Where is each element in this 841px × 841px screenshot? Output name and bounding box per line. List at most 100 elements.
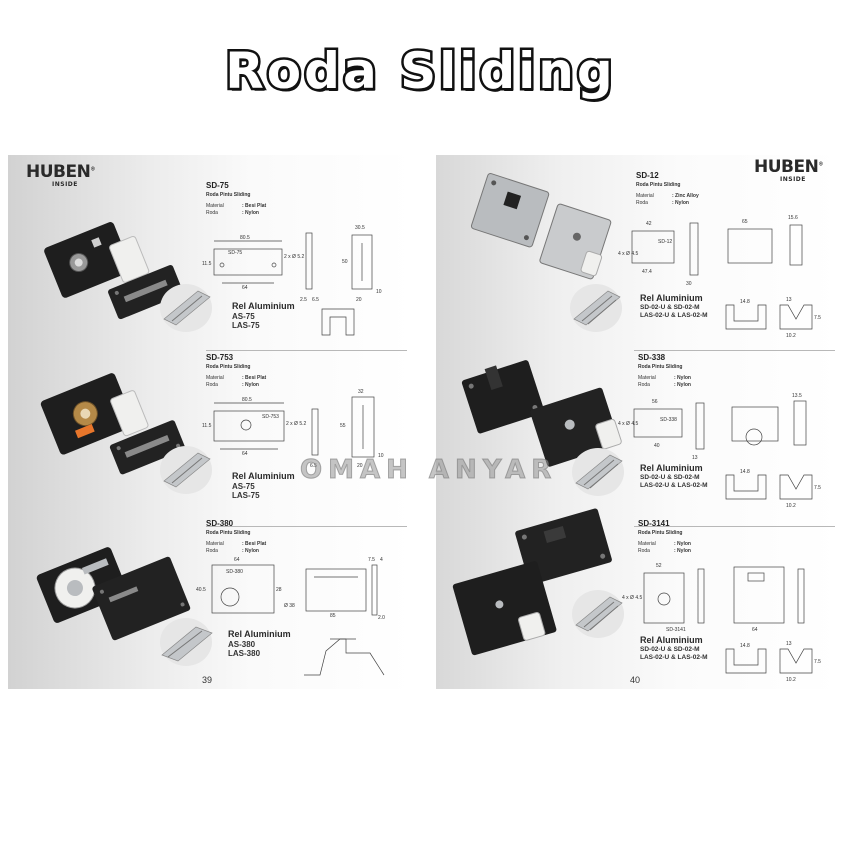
spec-label-material: Material (206, 203, 224, 209)
rail-code: AS-75 (232, 482, 255, 491)
dim-label: 11.5 (202, 261, 212, 267)
dim-label: 13 (692, 455, 698, 461)
spec-value-material: : Besi Plat (242, 203, 267, 209)
rail-title: Rel Aluminium (232, 471, 295, 481)
dim-label: 47.4 (642, 269, 652, 275)
drawing-label: SD-75 (228, 250, 242, 256)
dim-label: 85 (330, 613, 336, 619)
aluminium-rail-icon (160, 618, 213, 666)
dim-label: 10.2 (786, 677, 796, 683)
spec-value-roda: : Nylon (242, 210, 259, 216)
aluminium-rail-icon (572, 448, 624, 496)
dim-label: 28 (276, 587, 282, 593)
watermark: OMAH ANYAR (299, 455, 558, 486)
dim-label: 10 (376, 289, 382, 295)
spec-label-material: Material (206, 541, 224, 547)
drawing-label: SD-338 (660, 417, 677, 423)
technical-drawing-icon: 42 4 x Ø 4.5 47.4 SD-12 30 65 15.6 (618, 215, 803, 287)
rail-title: Rel Aluminium (232, 301, 295, 311)
rail-title: Rel Aluminium (228, 629, 291, 639)
spec-label-roda: Roda (638, 382, 650, 388)
product-specs: Material : Besi Plat Roda : Nylon (206, 203, 266, 217)
product-subtitle: Roda Pintu Sliding (638, 530, 683, 536)
dim-label: 7.5 (814, 315, 821, 321)
rail-code: LAS-02-U & LAS-02-M (640, 654, 708, 661)
product-block-sd-380: SD-380 Roda Pintu Sliding Material : Besi… (8, 519, 413, 689)
rail-code: SD-02-U & SD-02-M (640, 304, 700, 311)
spec-value-roda: : Nylon (242, 548, 259, 554)
rail-code-list: SD-02-U & SD-02-M LAS-02-U & LAS-02-M (640, 646, 708, 662)
logo-subtext: INSIDE (780, 176, 806, 183)
aluminium-rail-icon (570, 284, 622, 332)
rail-code: SD-02-U & SD-02-M (640, 646, 700, 653)
dim-label: 56 (652, 399, 658, 405)
rail-profile-drawing-icon (321, 308, 355, 336)
product-subtitle: Roda Pintu Sliding (206, 364, 251, 370)
product-block-sd-753: SD-753 Roda Pintu Sliding Material : Besi… (8, 351, 413, 527)
aluminium-rail-icon (160, 284, 212, 332)
product-specs: Material: Besi Plat Roda: Nylon (206, 375, 266, 389)
spec-value-roda: : Nylon (674, 382, 691, 388)
spec-label-material: Material (638, 541, 656, 547)
dim-label: 80.5 (242, 397, 252, 403)
dim-label: 14.8 (740, 299, 750, 305)
product-block-sd-3141: SD-3141 Roda Pintu Sliding Material: Nyl… (436, 508, 841, 689)
dim-label: 52 (656, 563, 662, 569)
catalog-page-left: HUBEN® INSIDE SD-75 Roda Pintu Slidin (8, 155, 413, 689)
drawing-label: SD-380 (226, 569, 243, 575)
product-specs: Material: Zinc Alloy Roda: Nylon (636, 193, 699, 207)
product-code: SD-753 (206, 353, 234, 362)
spec-value-material: : Besi Plat (242, 541, 267, 547)
dim-label: 30 (686, 281, 692, 287)
technical-drawing-icon: SD-380 64 40.5 28 Ø 38 85 7.5 4 2.0 (196, 557, 385, 621)
spec-label-material: Material (206, 375, 224, 381)
product-specs: Material: Nylon Roda: Nylon (638, 541, 691, 555)
section-divider (206, 526, 407, 527)
drawing-label: SD-12 (658, 239, 672, 245)
dim-label: 64 (242, 285, 248, 291)
rail-title: Rel Aluminium (640, 463, 703, 473)
dim-label: 7.5 (814, 485, 821, 491)
dim-label: 10.2 (786, 333, 796, 339)
spec-value-roda: : Nylon (674, 548, 691, 554)
product-subtitle: Roda Pintu Sliding (636, 182, 681, 188)
section-divider (634, 526, 835, 527)
spec-value-material: : Besi Plat (242, 375, 267, 381)
dim-label: 64 (242, 451, 248, 457)
dim-label: 13 (786, 641, 792, 647)
drawing-label: SD-753 (262, 414, 279, 420)
section-divider (206, 350, 407, 351)
rail-code: LAS-380 (228, 649, 261, 658)
page-title: Roda Sliding (223, 40, 616, 103)
product-subtitle: Roda Pintu Sliding (206, 530, 251, 536)
rail-code: SD-02-U & SD-02-M (640, 474, 700, 481)
dim-label: 14.8 (740, 469, 750, 475)
spec-label-roda: Roda (638, 548, 650, 554)
dim-label: 15.6 (788, 215, 798, 221)
rail-code-list: SD-02-U & SD-02-M LAS-02-U & LAS-02-M (640, 304, 708, 320)
spec-label-material: Material (638, 375, 656, 381)
rail-code-list: AS-75 LAS-75 (232, 312, 260, 330)
page-number: 39 (202, 675, 213, 685)
spec-label-roda: Roda (206, 210, 218, 216)
rail-profile-drawing-icon (304, 638, 385, 676)
dim-label: 20 (357, 463, 363, 469)
dim-label: 55 (340, 423, 346, 429)
dim-label: 32 (358, 389, 364, 395)
aluminium-rail-icon (572, 590, 624, 638)
sliding-roller-black-icon (36, 547, 191, 641)
product-specs: Material: Nylon Roda: Nylon (638, 375, 691, 389)
dim-label: 2.5 (300, 297, 307, 303)
rail-profile-drawing-icon: 14.8 13 10.2 7.5 (725, 641, 821, 683)
logo-text: HUBEN (26, 162, 91, 182)
rail-code: LAS-75 (232, 491, 260, 500)
dim-label: 7.5 (368, 557, 375, 563)
technical-drawing-icon: 52 4 x Ø 4.5 SD-3141 64 (622, 563, 805, 633)
catalog-page-right: HUBEN® INSIDE SD-12 Roda Pintu Sliding M… (436, 155, 841, 689)
sliding-roller-black-icon (452, 508, 612, 656)
rail-code: AS-380 (228, 640, 256, 649)
dim-label: 65 (742, 219, 748, 225)
aluminium-rail-icon (160, 446, 212, 494)
dim-label: 40 (654, 443, 660, 449)
sliding-roller-black-icon (461, 360, 622, 467)
